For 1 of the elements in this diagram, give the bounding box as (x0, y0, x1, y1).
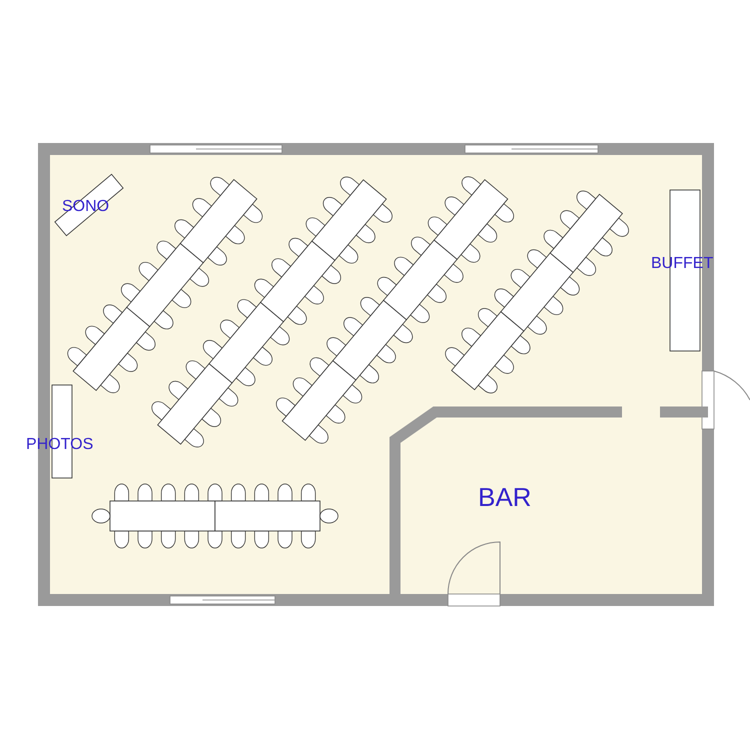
room-label: BAR (478, 482, 532, 513)
